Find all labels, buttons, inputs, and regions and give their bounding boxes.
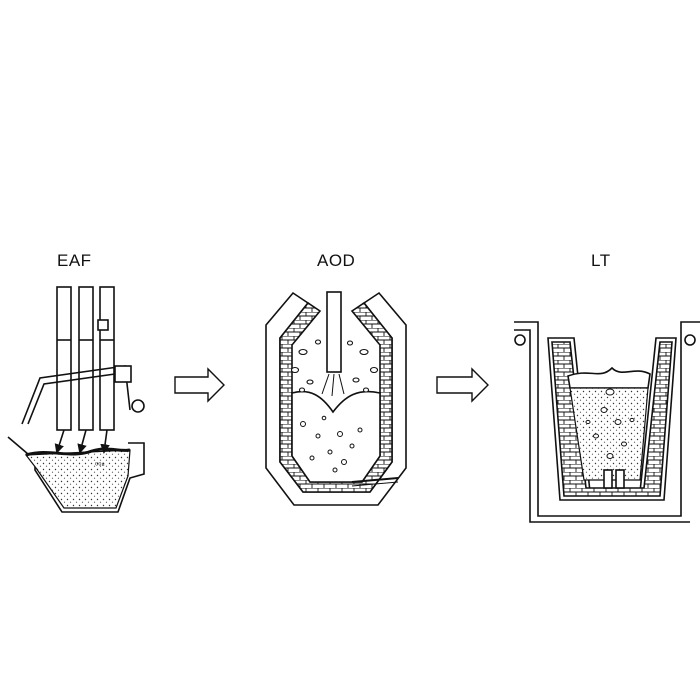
- eaf-electrodes: [56, 286, 115, 431]
- svg-text:⁰⁰⁸: ⁰⁰⁸: [95, 461, 105, 470]
- stage-label-lt: LT: [591, 251, 611, 270]
- aod-converter: [265, 291, 407, 506]
- arrow-aod-to-lt: [436, 367, 489, 403]
- stage-label-aod: AOD: [317, 251, 356, 270]
- stage-label-eaf: EAF: [57, 251, 92, 270]
- arrow-eaf-to-aod: [174, 367, 225, 403]
- lt-ladle-station: [514, 321, 700, 523]
- eaf-furnace: ⁰⁰⁸: [7, 286, 145, 513]
